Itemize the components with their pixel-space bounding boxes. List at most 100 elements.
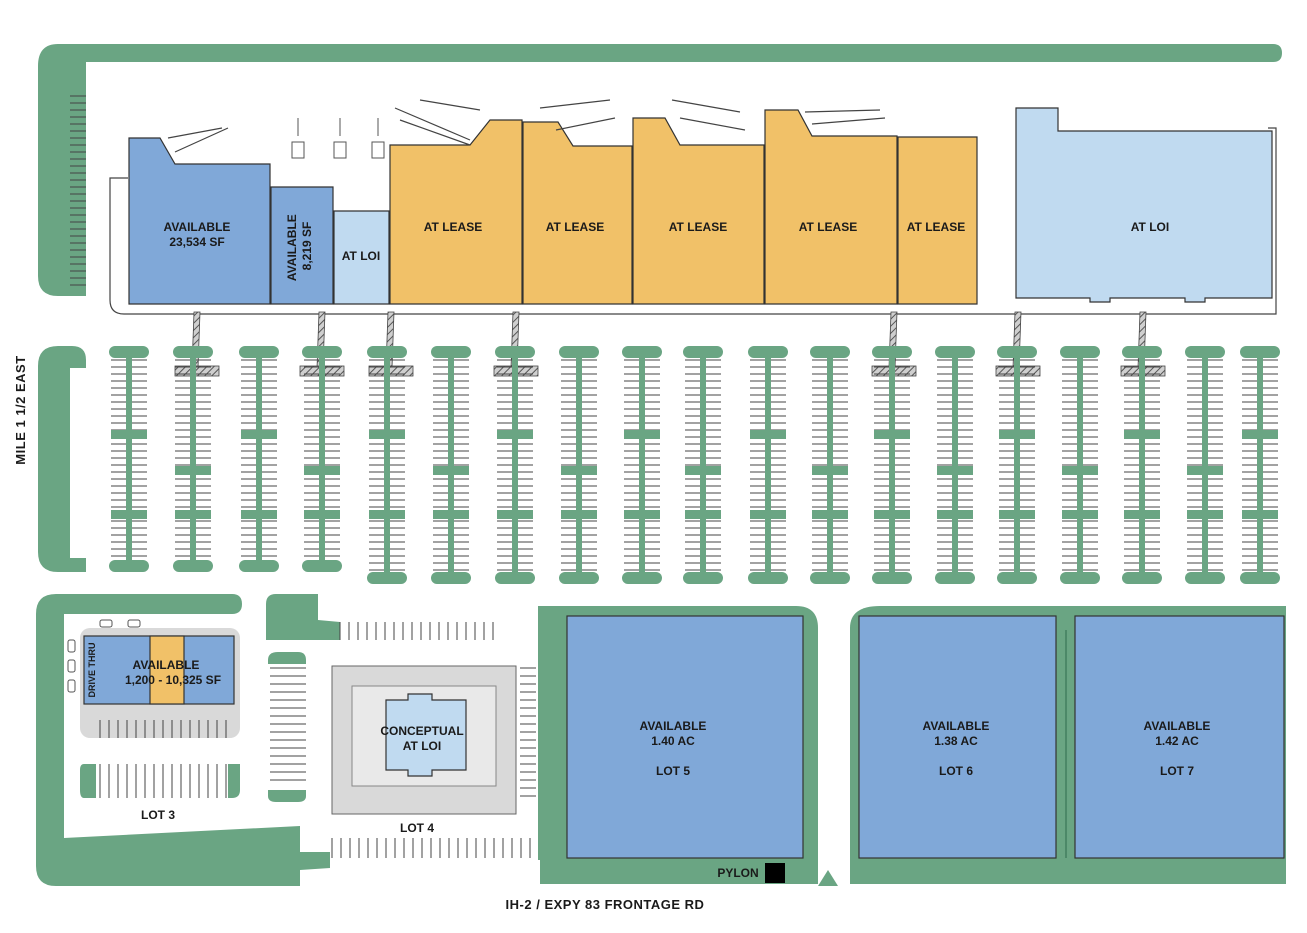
lot-4-landscape-island xyxy=(268,652,306,664)
row-center-island xyxy=(448,356,454,574)
row-end-island xyxy=(431,572,471,584)
lot-3 xyxy=(67,619,240,798)
row-center-island xyxy=(700,356,706,574)
row-mid-island xyxy=(624,430,660,439)
parking-row xyxy=(748,346,788,584)
row-end-island xyxy=(997,572,1037,584)
main-parking-field xyxy=(109,346,1280,584)
parking-row xyxy=(431,346,471,584)
row-mid-island xyxy=(433,466,469,475)
parking-row xyxy=(367,346,407,584)
row-mid-island xyxy=(497,430,533,439)
row-center-island xyxy=(889,356,895,574)
row-mid-island xyxy=(1124,510,1160,519)
row-mid-island xyxy=(561,510,597,519)
row-center-island xyxy=(319,356,325,562)
lot-6-line1: AVAILABLE xyxy=(923,719,990,733)
unit-7-at-lease[interactable] xyxy=(764,109,898,305)
row-end-island xyxy=(1122,572,1162,584)
row-end-island xyxy=(1185,572,1225,584)
unit-6-at-lease[interactable] xyxy=(632,117,765,305)
unit-8-at-lease[interactable] xyxy=(897,136,978,305)
row-center-island xyxy=(1139,356,1145,574)
parking-row xyxy=(109,346,149,572)
parking-row xyxy=(622,346,662,584)
lot-4-landscape-island-south xyxy=(268,790,306,802)
unit-7-label: AT LEASE xyxy=(799,220,857,234)
parking-row xyxy=(810,346,850,584)
unit-3-at-loi[interactable] xyxy=(333,210,390,305)
lot-6-line2: 1.38 AC xyxy=(934,734,978,748)
southwest-landscape xyxy=(36,594,330,886)
row-end-island xyxy=(872,346,912,358)
row-mid-island xyxy=(624,510,660,519)
row-end-island xyxy=(1185,346,1225,358)
row-end-island xyxy=(495,346,535,358)
lot-4 xyxy=(266,594,560,860)
row-end-island xyxy=(173,560,213,572)
lot-3-drive-thru-cars xyxy=(67,619,141,693)
lot-7-line1: AVAILABLE xyxy=(1144,719,1211,733)
lot-7-pad-available[interactable] xyxy=(1074,615,1285,859)
row-end-island xyxy=(810,572,850,584)
unit-9-at-loi[interactable] xyxy=(1015,107,1273,303)
row-mid-island xyxy=(1242,430,1278,439)
unit-2-available[interactable] xyxy=(270,186,334,305)
row-center-island xyxy=(256,356,262,562)
lot-4-name: LOT 4 xyxy=(400,821,434,835)
unit-9-label: AT LOI xyxy=(1131,220,1169,234)
lot-7-name: LOT 7 xyxy=(1160,764,1194,778)
unit-8-label: AT LEASE xyxy=(907,220,965,234)
lot-3-name: LOT 3 xyxy=(141,808,175,822)
row-center-island xyxy=(765,356,771,574)
lot-5-pad-available[interactable] xyxy=(566,615,804,859)
lot-3-building-at-lease-unit[interactable] xyxy=(149,635,185,705)
lot-6-pad-available[interactable] xyxy=(858,615,1057,859)
row-end-island xyxy=(302,560,342,572)
row-mid-island xyxy=(1242,510,1278,519)
row-end-island xyxy=(239,346,279,358)
row-end-island xyxy=(810,346,850,358)
row-end-island xyxy=(622,346,662,358)
lot-4-landscape-west xyxy=(266,594,340,640)
row-mid-island xyxy=(1062,510,1098,519)
row-end-island xyxy=(1122,346,1162,358)
unit-5-label: AT LEASE xyxy=(546,220,604,234)
strip-sidewalk xyxy=(109,177,1277,315)
lot-3-drive-thru-label: DRIVE THRU xyxy=(87,642,97,697)
unit-5-at-lease[interactable] xyxy=(522,121,633,305)
row-mid-island xyxy=(497,510,533,519)
row-end-island xyxy=(997,346,1037,358)
west-landscape-middle[interactable] xyxy=(38,346,86,572)
lot-4-stalls xyxy=(270,622,549,858)
unit-6-label: AT LEASE xyxy=(669,220,727,234)
row-mid-island xyxy=(304,466,340,475)
row-mid-island xyxy=(111,510,147,519)
parking-row xyxy=(1185,346,1225,584)
lot-4-building-conceptual[interactable] xyxy=(385,693,467,777)
unit-3-label: AT LOI xyxy=(342,249,380,263)
road-south-label: IH-2 / EXPY 83 FRONTAGE RD xyxy=(506,897,705,912)
parking-row xyxy=(935,346,975,584)
row-center-island xyxy=(126,356,132,562)
lot-4-landscape-east xyxy=(538,606,560,860)
pylon-label: PYLON xyxy=(717,866,758,880)
parking-row xyxy=(239,346,279,572)
row-mid-island xyxy=(175,510,211,519)
row-center-island xyxy=(952,356,958,574)
row-end-island xyxy=(1060,346,1100,358)
row-end-island xyxy=(495,572,535,584)
lot-7-line2: 1.42 AC xyxy=(1155,734,1199,748)
unit-4-at-lease[interactable] xyxy=(389,119,523,305)
unit-4-label: AT LEASE xyxy=(424,220,482,234)
row-end-island xyxy=(109,560,149,572)
row-end-island xyxy=(683,572,723,584)
row-mid-island xyxy=(874,510,910,519)
row-end-island xyxy=(239,560,279,572)
unit-1-available[interactable] xyxy=(128,137,271,305)
unit-1-label-line2: 23,534 SF xyxy=(169,235,224,249)
row-mid-island xyxy=(750,430,786,439)
row-mid-island xyxy=(1062,466,1098,475)
unit-1-label-line1: AVAILABLE xyxy=(164,220,231,234)
